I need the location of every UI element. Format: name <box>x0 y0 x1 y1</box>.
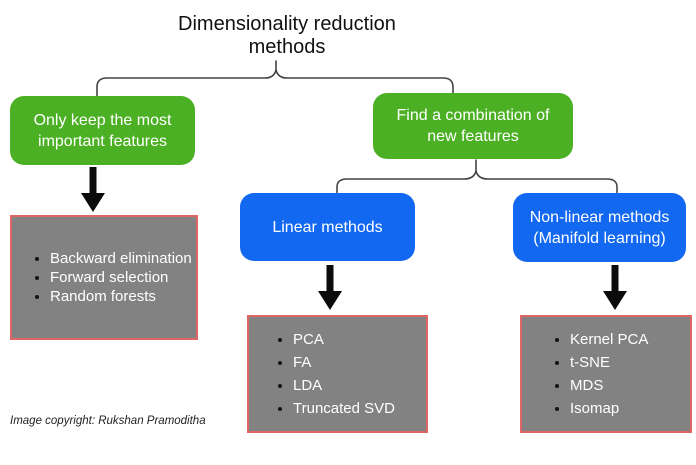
node-linear-methods: Linear methods <box>240 193 415 261</box>
list-item: Kernel PCA <box>570 328 648 351</box>
lower-brace <box>336 170 618 194</box>
list-item: MDS <box>570 374 648 397</box>
linear-methods-list: PCA FA LDA Truncated SVD <box>249 328 395 420</box>
list-item: PCA <box>293 328 395 351</box>
node-nonlinear-methods: Non-linear methods (Manifold learning) <box>513 193 686 262</box>
nonlinear-methods-list: Kernel PCA t-SNE MDS Isomap <box>522 328 648 420</box>
list-item: FA <box>293 351 395 374</box>
nonlinear-methods-box: Kernel PCA t-SNE MDS Isomap <box>520 315 692 433</box>
down-arrow-icon <box>317 265 343 311</box>
list-item: Truncated SVD <box>293 397 395 420</box>
copyright-text: Image copyright: Rukshan Pramoditha <box>10 415 206 427</box>
node-feature-extraction: Find a combination of new features <box>373 93 573 159</box>
diagram-title: Dimensionality reduction methods <box>178 13 396 58</box>
down-arrow-icon <box>80 167 106 213</box>
list-item: Forward selection <box>50 268 192 287</box>
node-feature-selection: Only keep the most important features <box>10 96 195 165</box>
list-item: Random forests <box>50 287 192 306</box>
list-item: t-SNE <box>570 351 648 374</box>
down-arrow-icon <box>602 265 628 311</box>
list-item: Isomap <box>570 397 648 420</box>
linear-methods-box: PCA FA LDA Truncated SVD <box>247 315 428 433</box>
list-item: LDA <box>293 374 395 397</box>
feature-selection-methods-box: Backward elimination Forward selection R… <box>10 215 198 340</box>
feature-selection-methods-list: Backward elimination Forward selection R… <box>12 249 192 306</box>
list-item: Backward elimination <box>50 249 192 268</box>
